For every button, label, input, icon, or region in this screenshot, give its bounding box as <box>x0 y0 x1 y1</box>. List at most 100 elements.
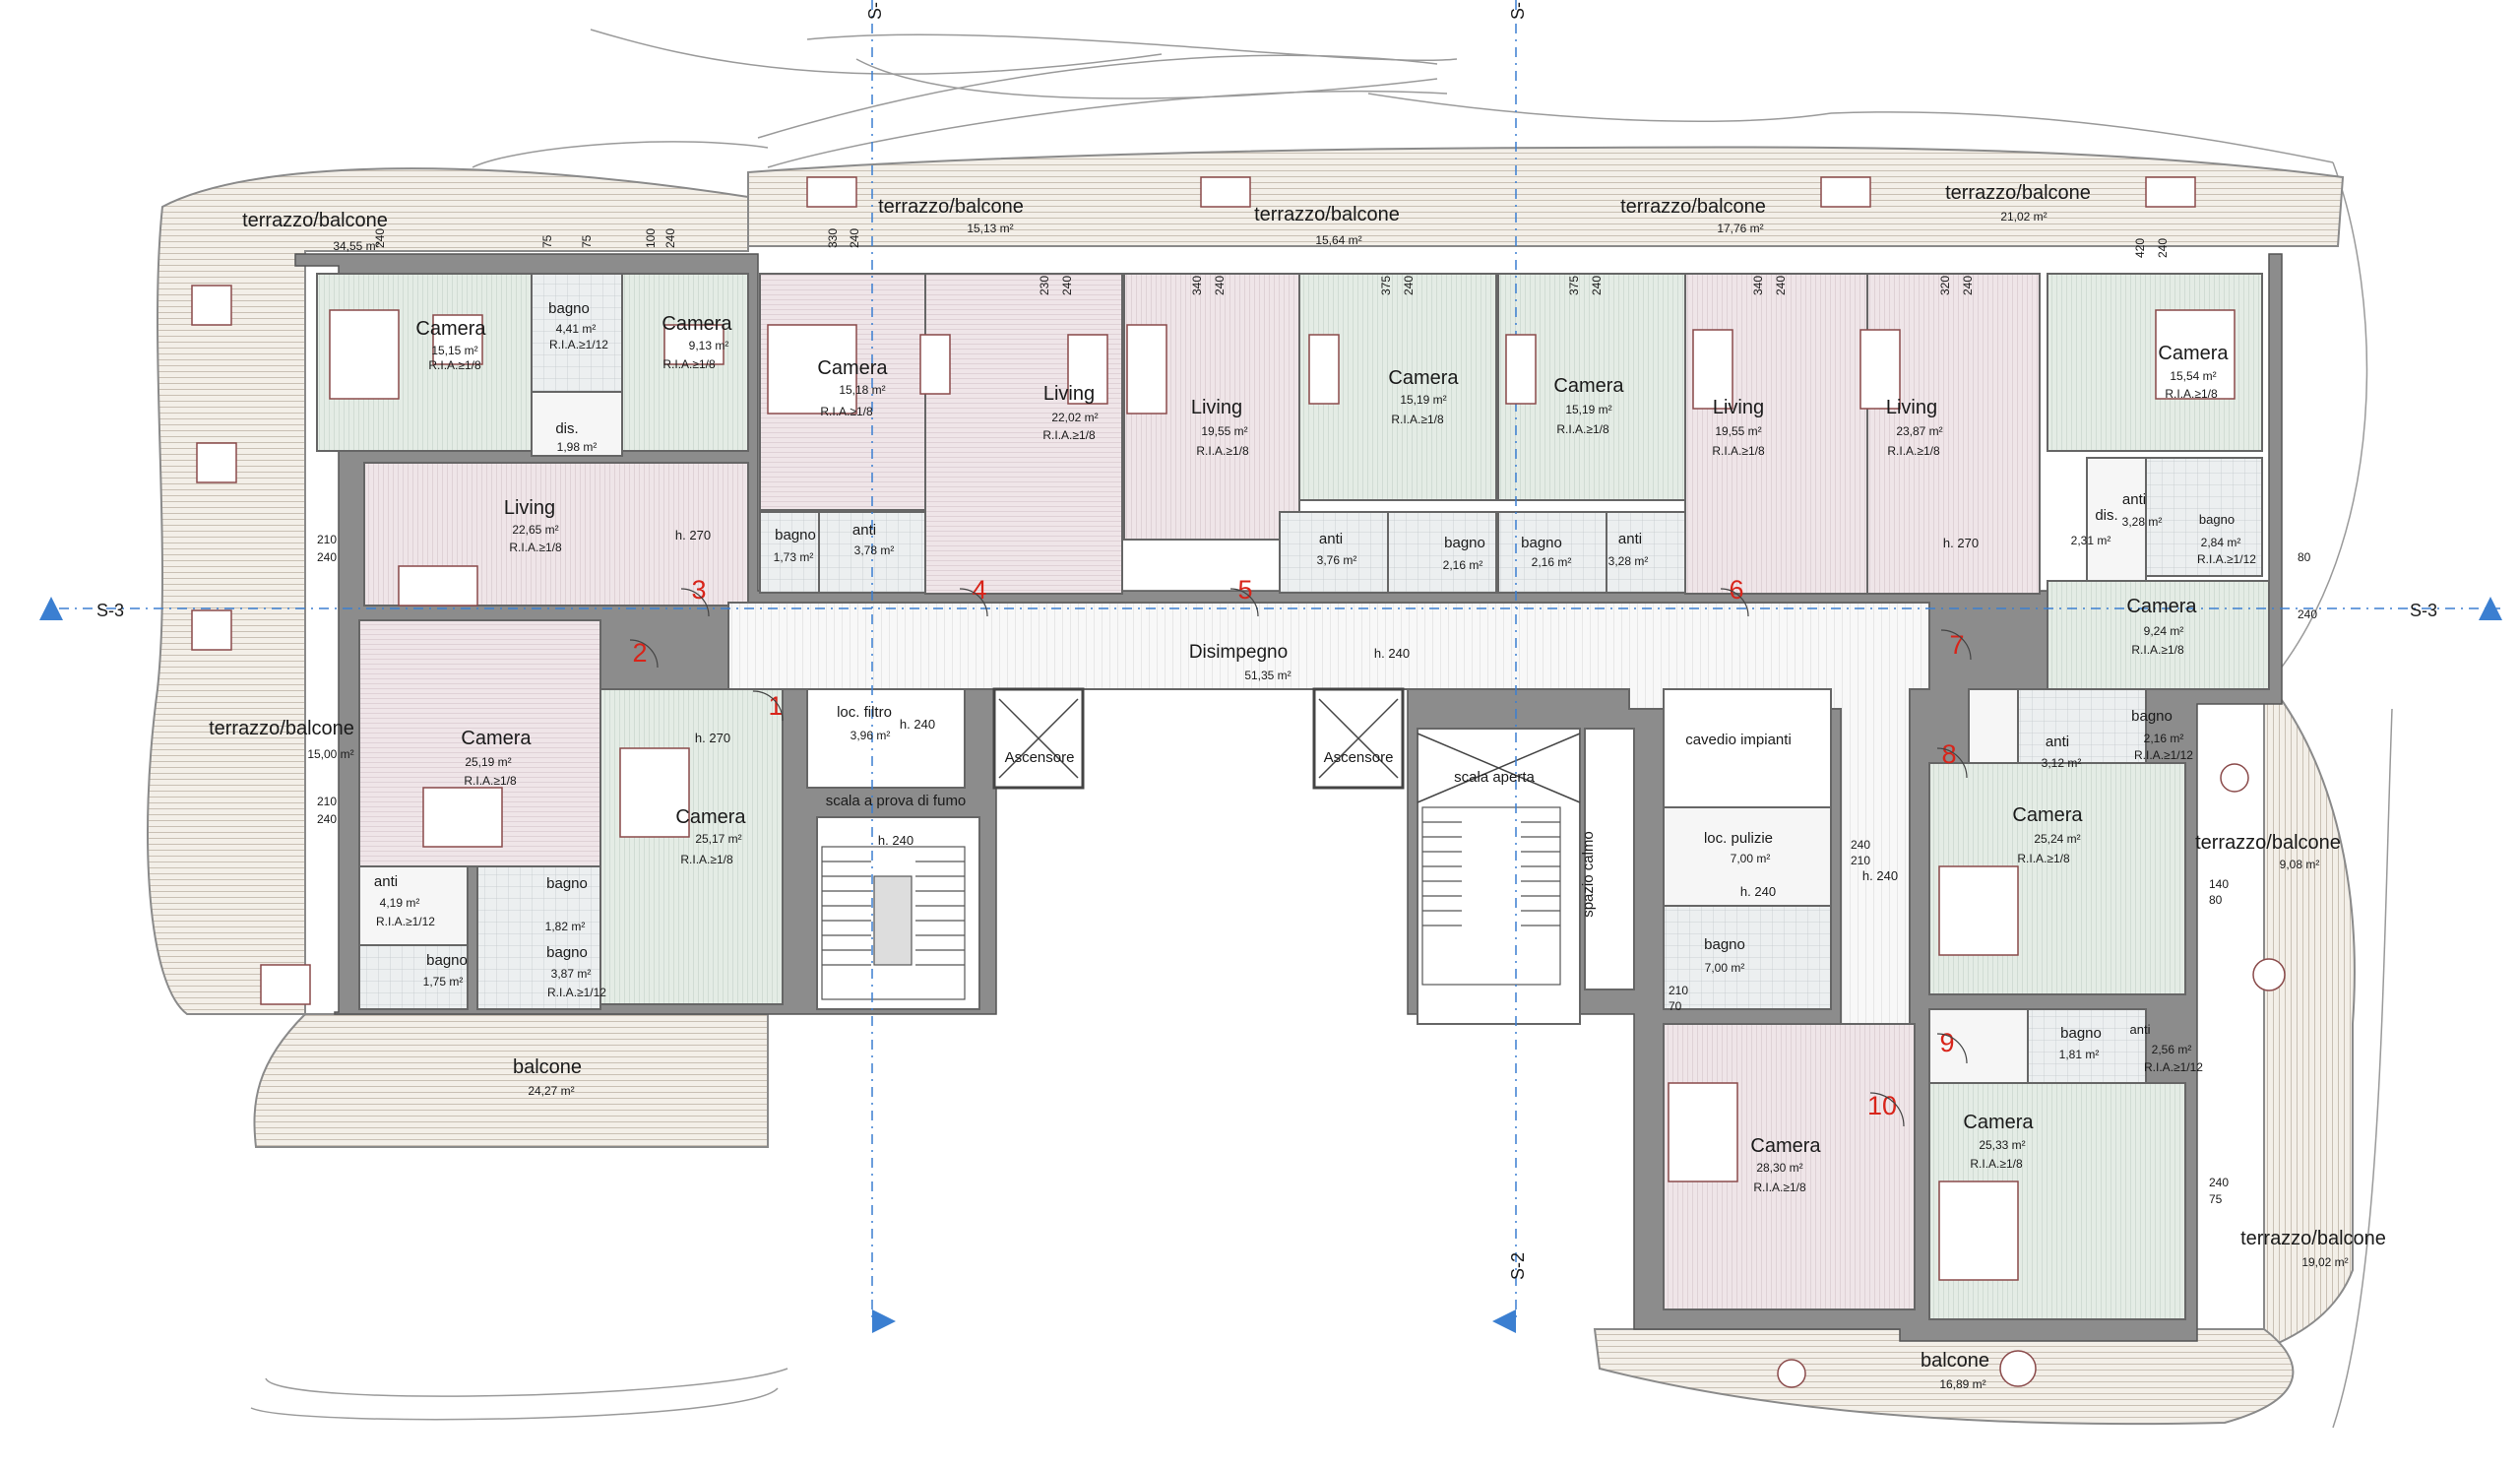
room-name: bagno <box>548 300 590 317</box>
room-ria: R.I.A.≥1/8 <box>1042 428 1096 442</box>
room-name: Camera <box>1388 367 1459 389</box>
room-area: 25,24 m² <box>2034 832 2080 846</box>
room-area: 2,16 m² <box>1443 558 1483 572</box>
dimension: 375 <box>1379 276 1393 295</box>
room-name: Camera <box>662 313 732 335</box>
room-ria: R.I.A.≥1/12 <box>2144 1060 2203 1074</box>
room-area: 1,73 m² <box>774 550 814 564</box>
dimension: 240 <box>1213 276 1227 295</box>
room-name: loc. pulizie <box>1704 830 1773 847</box>
room-area: 15,19 m² <box>1400 393 1446 407</box>
dimension: 240 <box>1402 276 1416 295</box>
room-area: 1,75 m² <box>423 975 464 989</box>
dimension: 240 <box>1851 838 1870 852</box>
room-area: 3,76 m² <box>1317 553 1357 567</box>
dimension: 100 <box>644 228 658 248</box>
room-name: anti <box>1618 531 1642 547</box>
room-name: Disimpegno <box>1189 642 1288 663</box>
room-area: 15,19 m² <box>1565 403 1611 416</box>
room-name: Camera <box>1963 1112 2034 1133</box>
room-area: 1,81 m² <box>2059 1048 2100 1061</box>
section-arrow-bottom-left[interactable] <box>872 1309 896 1333</box>
ceiling-height: h. 270 <box>1943 536 1979 550</box>
dimension: 210 <box>1851 854 1870 867</box>
room-area: 22,65 m² <box>512 523 558 537</box>
room-area: 22,02 m² <box>1051 411 1098 424</box>
room-area: 3,28 m² <box>1608 554 1649 568</box>
dimension: 240 <box>317 550 337 564</box>
room-area: 25,33 m² <box>1979 1138 2025 1152</box>
room-area: 9,24 m² <box>2144 624 2184 638</box>
dimension: 240 <box>1961 276 1975 295</box>
room-name: bagno <box>426 952 468 969</box>
door-number[interactable]: 3 <box>691 575 706 605</box>
room-name: bagno <box>546 875 588 892</box>
room-name: bagno <box>1704 936 1745 953</box>
room-ria: R.I.A.≥1/12 <box>2197 552 2256 566</box>
ceiling-height: h. 240 <box>1862 868 1898 883</box>
terrace-name: terrazzo/balcone <box>1945 182 2091 204</box>
door-number[interactable]: 10 <box>1867 1091 1897 1120</box>
section-markers <box>39 597 2502 1333</box>
section-label-top-left: S- <box>865 2 885 20</box>
dimension: 140 <box>2209 877 2229 891</box>
terrace-area: 15,64 m² <box>1315 233 1361 247</box>
room-name: Camera <box>461 728 532 749</box>
ceiling-height: h. 270 <box>675 528 711 543</box>
terrace-name: terrazzo/balcone <box>2195 832 2341 854</box>
terrace-area: 9,08 m² <box>2280 858 2320 871</box>
dimension: 420 <box>2133 238 2147 258</box>
dimension: 240 <box>373 228 387 248</box>
room-ria: R.I.A.≥1/8 <box>509 541 562 554</box>
door-number[interactable]: 4 <box>972 575 986 605</box>
room-name: Camera <box>1553 375 1624 397</box>
room-ria: R.I.A.≥1/12 <box>547 986 606 999</box>
section-arrow-left[interactable] <box>39 597 63 620</box>
terrace-name: balcone <box>1921 1350 1989 1372</box>
door-number[interactable]: 1 <box>768 691 783 721</box>
dimension: 230 <box>1038 276 1051 295</box>
room-fills <box>316 273 2270 1320</box>
terraces <box>147 146 2356 1426</box>
door-number[interactable]: 9 <box>1939 1028 1954 1057</box>
room-name: bagno <box>2131 708 2173 725</box>
terrace-area: 19,02 m² <box>2301 1255 2348 1269</box>
dimension-labels: 240 75 75 100 240 330 240 230 240 340 24… <box>317 228 2317 1206</box>
terrace-labels: terrazzo/balcone 34,55 m² terrazzo/balco… <box>209 182 2386 1391</box>
balcone-south-east <box>1593 1328 2295 1426</box>
room-area: 3,28 m² <box>2122 515 2163 529</box>
room-area: 1,98 m² <box>557 440 598 454</box>
terrace-area: 34,55 m² <box>333 239 379 253</box>
room-ria: R.I.A.≥1/8 <box>428 358 481 372</box>
ceiling-height: h. 240 <box>878 833 914 848</box>
room-name: Camera <box>2158 343 2229 364</box>
door-number[interactable]: 2 <box>632 638 647 668</box>
door-number[interactable]: 6 <box>1729 575 1743 605</box>
room-name: anti <box>2130 1022 2151 1037</box>
door-swings <box>629 588 1972 1127</box>
room-area: 9,13 m² <box>689 339 729 352</box>
terrace-east <box>2263 688 2356 1351</box>
room-ria: R.I.A.≥1/8 <box>2017 852 2070 865</box>
room-area: 15,18 m² <box>839 383 885 397</box>
door-number[interactable]: 5 <box>1237 575 1252 605</box>
room-ria: R.I.A.≥1/12 <box>376 915 435 928</box>
section-arrow-right[interactable] <box>2479 597 2502 620</box>
room-name: spazio calmo <box>1580 831 1597 918</box>
room-area: 7,00 m² <box>1731 852 1771 865</box>
room-name: anti <box>2046 734 2069 750</box>
section-arrow-bottom-right[interactable] <box>1492 1309 1516 1333</box>
room-area: 15,54 m² <box>2170 369 2216 383</box>
dimension: 240 <box>848 228 861 248</box>
dimension: 75 <box>2209 1192 2223 1206</box>
room-area: 3,96 m² <box>850 729 891 742</box>
lift-shafts <box>998 698 1581 803</box>
door-number[interactable]: 8 <box>1941 739 1956 769</box>
room-area: 1,82 m² <box>545 920 586 933</box>
room-name: Camera <box>675 806 746 828</box>
room-ria: R.I.A.≥1/8 <box>1887 444 1940 458</box>
room-name: bagno <box>2199 512 2235 527</box>
room-area: 4,41 m² <box>556 322 597 336</box>
dimension: 240 <box>1060 276 1074 295</box>
terrace-area: 16,89 m² <box>1939 1377 1985 1391</box>
